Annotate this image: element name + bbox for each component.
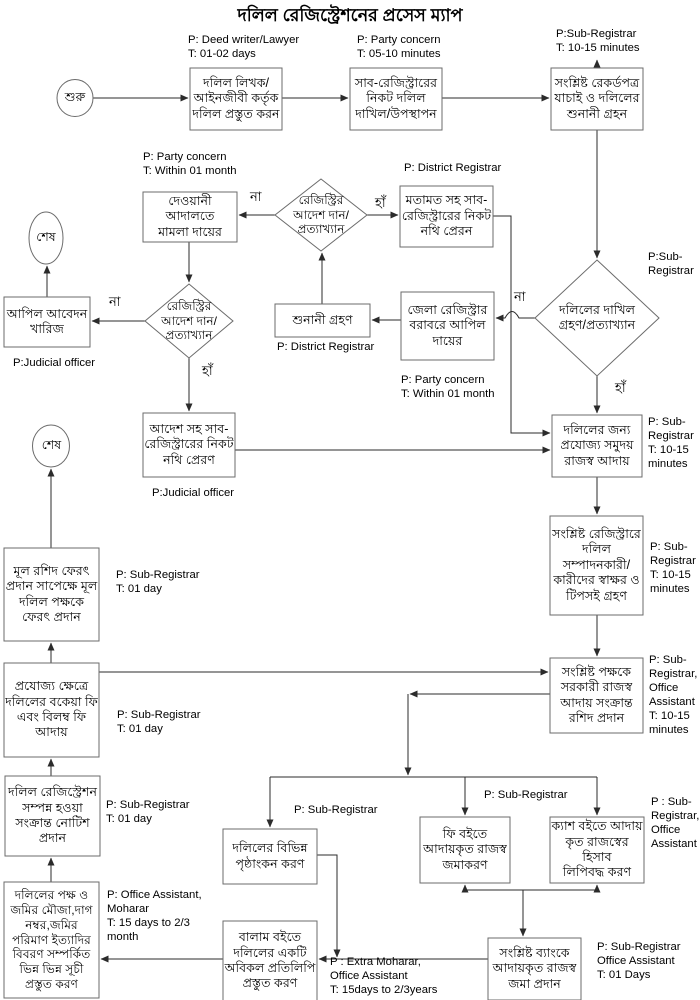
fee-book-entry-note: P: Sub-Registrar <box>484 789 568 801</box>
return-original-deed-box <box>3 547 100 642</box>
submit-deed-box <box>349 67 443 131</box>
deed-submission-decision-label: দলিলের দাখিল গ্রহণ/প্রত্যাখ্যান <box>558 302 636 332</box>
start-label: শুরু <box>64 90 86 105</box>
collect-revenue-note: P: Sub- Registrar T: 10-15 minutes <box>648 416 694 470</box>
end-terminator-2 <box>32 424 70 468</box>
end-terminator-1 <box>28 211 64 265</box>
send-file-with-opinion-label: মতামত সহ সাব- রেজিস্ট্রারের নিকট নথি প্র… <box>401 193 492 239</box>
prepare-deed-box <box>189 67 283 131</box>
edge-opinion-revenue <box>493 215 551 437</box>
collect-due-late-fees-label: প্রযোজ্য ক্ষেত্রে দলিলের বকেয়া ফি এবং ব… <box>5 679 98 740</box>
collect-revenue-box <box>551 414 643 478</box>
completion-notice-box <box>4 775 101 857</box>
endorse-pages-box <box>222 828 318 885</box>
send-file-with-order-box <box>142 412 236 478</box>
verify-records-note: P:Sub-Registrar T: 10-15 minutes <box>556 28 640 54</box>
edge-decision3-no-appeal <box>495 311 535 322</box>
prepare-indexes-label: দলিলের পক্ষ ও জমির মৌজা,দাগ নম্বর,জমির প… <box>10 887 93 992</box>
registry-order-decision-1-diamond <box>274 178 368 252</box>
civil-court-case-note: P: Party concern T: Within 01 month <box>143 151 237 177</box>
send-file-with-opinion-note: P: District Registrar <box>404 162 502 174</box>
registry-order-decision-1-label: রেজিস্ট্রির আদেশ দান/ প্রত্যাখ্যান <box>293 193 349 237</box>
balam-book-copy-box <box>222 920 318 1000</box>
decision1-no-label: না <box>250 189 262 204</box>
deed-submission-decision-note: P:Sub-Registrar <box>648 251 694 277</box>
appeal-district-registrar-label: জেলা রেজিস্ট্রার বরাবরে আপিল দায়ের <box>407 302 488 348</box>
decision1-yes-label: হাঁ <box>375 195 386 210</box>
hearing-note: P: District Registrar <box>277 341 375 353</box>
civil-court-case-box <box>142 191 238 243</box>
collect-revenue-label: দলিলের জন্য প্রযোজ্য সমুদয় রাজস্ব আদায় <box>560 422 634 468</box>
completion-notice-note: P: Sub-Registrar T: 01 day <box>106 799 190 825</box>
civil-court-case-label: দেওয়ানী আদালতে মামলা দায়ের <box>158 193 222 239</box>
return-original-deed-label: মূল রশিদ ফেরৎ প্রদান সাপেক্ষে মূল দলিল প… <box>5 563 98 624</box>
connectors <box>43 59 601 963</box>
verify-records-box <box>550 67 644 131</box>
prepare-indexes-box <box>3 881 100 999</box>
end-1-label: শেষ <box>36 230 56 245</box>
submit-deed-label: সাব-রেজিস্ট্রারের নিকট দলিল দাখিল/উপস্থা… <box>354 75 438 121</box>
issue-revenue-receipt-note: P: Sub- Registrar, Office Assistant T: 1… <box>649 654 698 736</box>
prepare-deed-label: দলিল লিখক/ আইনজীবী কর্তৃক দলিল প্রস্তুত … <box>192 75 280 121</box>
signatures-thumbprints-note: P: Sub- Registrar T: 10-15 minutes <box>650 541 696 595</box>
edge-endorse-join <box>317 854 341 958</box>
end-2-label: শেষ <box>41 438 62 453</box>
decision3-yes-label: হাঁ <box>615 380 626 395</box>
verify-records-label: সংশ্লিষ্ট রেকর্ডপত্র যাচাই ও দলিলের শুনা… <box>554 75 640 121</box>
issue-revenue-receipt-label: সংশ্লিষ্ট পক্ষকে সরকারী রাজস্ব আদায় সংক… <box>560 664 633 725</box>
send-file-with-order-label: আদেশ সহ সাব- রেজিস্ট্রারের নিকট নথি প্রে… <box>144 421 234 467</box>
collect-due-late-fees-note: P: Sub-Registrar T: 01 day <box>117 709 201 735</box>
hearing-label: শুনানী গ্রহণ <box>292 312 353 327</box>
decision2-no-label: না <box>109 294 121 309</box>
cash-book-entry-box <box>549 816 645 884</box>
bank-deposit-box <box>487 937 582 1000</box>
signatures-thumbprints-label: সংশ্লিষ্ট রেজিস্ট্রারে দলিল সম্পাদনকারী/… <box>552 527 641 603</box>
appeal-district-registrar-note: P: Party concern T: Within 01 month <box>401 374 495 400</box>
send-file-with-order-note: P:Judicial officer <box>152 487 235 499</box>
balam-book-copy-label: বালাম বইতে দলিলের একটি অবিকল প্রতিলিপি প… <box>224 930 316 991</box>
decision3-no-label: না <box>514 289 526 304</box>
appeal-rejected-label: আপিল আবেদন খারিজ <box>6 306 88 336</box>
bank-deposit-label: সংশ্লিষ্ট ব্যাংকে আদায়কৃত রাজস্ব জমা প্… <box>492 945 577 991</box>
cash-book-entry-note: P : Sub- Registrar, Office Assistant <box>651 796 700 850</box>
hearing-box <box>274 303 371 338</box>
issue-revenue-receipt-box <box>549 657 644 734</box>
collect-due-late-fees-box <box>3 662 100 758</box>
endorse-pages-note: P: Sub-Registrar <box>294 804 378 816</box>
registry-order-decision-2-diamond <box>144 283 234 359</box>
appeal-rejected-box <box>3 296 91 348</box>
appeal-district-registrar-box <box>400 291 495 361</box>
prepare-deed-note: P: Deed writer/Lawyer T: 01-02 days <box>188 34 300 60</box>
cash-book-entry-label: ক্যাশ বইতে আদায় কৃত রাজস্বের হিসাব লিপি… <box>551 819 643 880</box>
send-file-with-opinion-box <box>399 185 494 248</box>
registry-order-decision-2-label: রেজিস্ট্রির আদেশ দান/ প্রত্যাখ্যান <box>161 299 217 343</box>
submit-deed-note: P: Party concern T: 05-10 minutes <box>357 34 441 60</box>
prepare-indexes-note: P: Office Assistant, Moharar T: 15 days … <box>107 889 202 943</box>
start-terminator <box>56 79 94 117</box>
fee-book-entry-label: ফি বইতে আদায়কৃত রাজস্ব জমাকরণ <box>423 826 507 872</box>
endorse-pages-label: দলিলের বিভিন্ন পৃষ্ঠাংকন করণ <box>232 841 308 871</box>
appeal-rejected-note: P:Judicial officer <box>13 357 96 369</box>
return-original-deed-note: P: Sub-Registrar T: 01 day <box>116 569 200 595</box>
bank-deposit-note: P: Sub-Registrar Office Assistant T: 01 … <box>597 941 681 981</box>
page-title: দলিল রেজিস্ট্রেশনের প্রসেস ম্যাপ <box>237 5 463 25</box>
signatures-thumbprints-box <box>549 515 644 616</box>
balam-book-copy-note: P : Extra Moharar, Office Assistant T: 1… <box>330 956 438 996</box>
fee-book-entry-box <box>419 816 511 884</box>
completion-notice-label: দলিল রেজিস্ট্রেশন সম্পন্ন হওয়া সংক্রান্… <box>8 785 97 846</box>
deed-submission-decision-diamond <box>534 259 660 377</box>
decision2-yes-label: হাঁ <box>202 363 213 378</box>
